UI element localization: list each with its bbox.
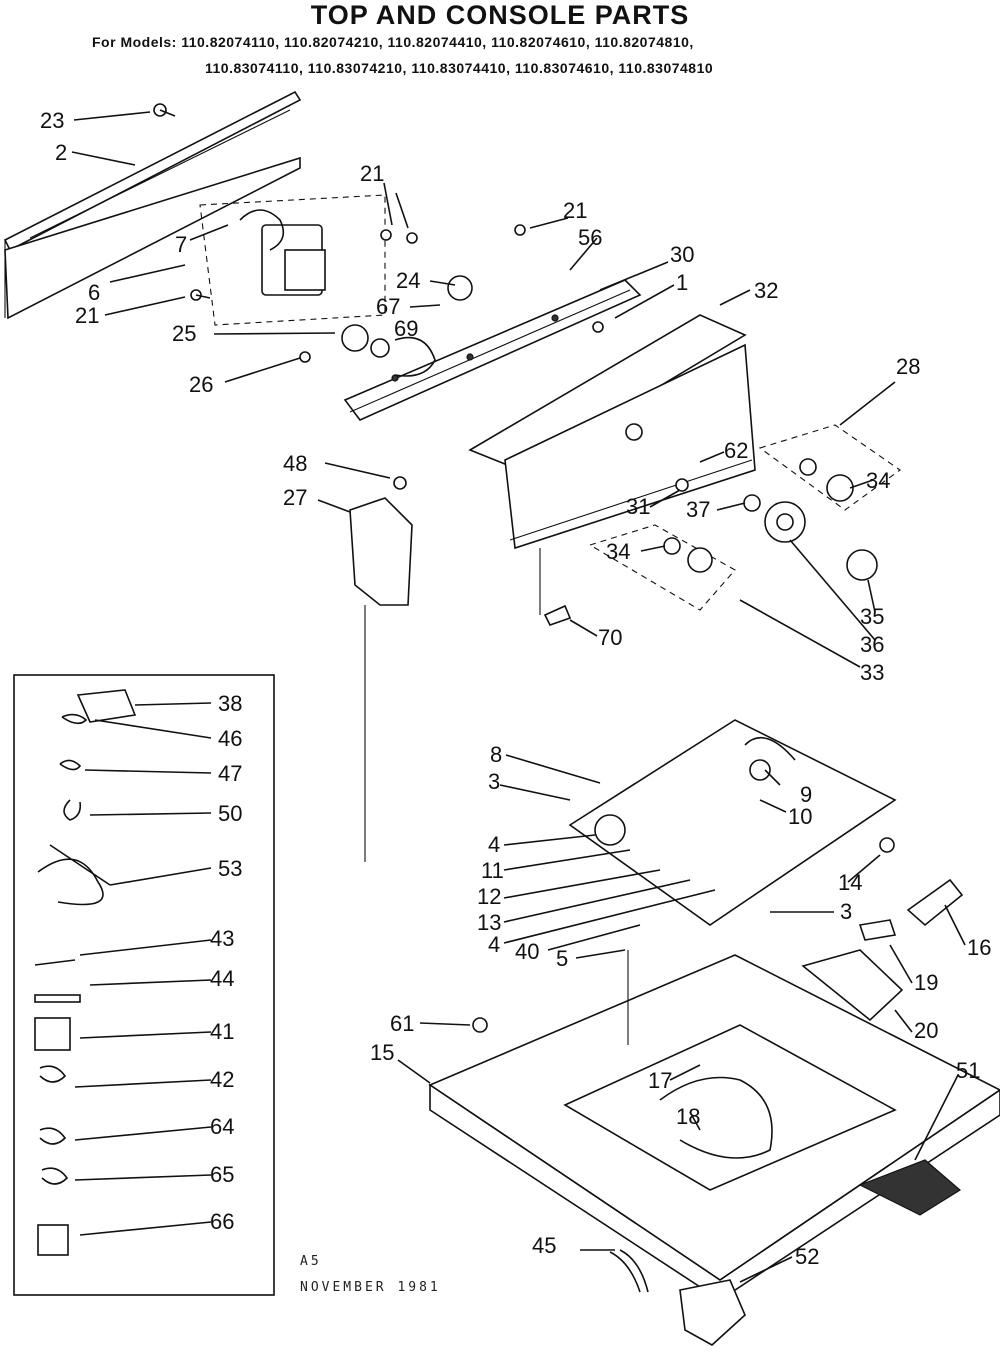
callout-51: 51 xyxy=(956,1058,980,1083)
callout-34: 34 xyxy=(866,468,890,493)
callout-6: 6 xyxy=(88,280,100,305)
screw-23 xyxy=(153,103,176,117)
callout-65: 65 xyxy=(210,1162,234,1187)
callout-23: 23 xyxy=(40,108,64,133)
callout-56: 56 xyxy=(578,225,602,250)
callout-3: 3 xyxy=(488,769,500,794)
page-title: TOP AND CONSOLE PARTS xyxy=(310,0,690,30)
callout-18: 18 xyxy=(676,1104,700,1129)
callout-41: 41 xyxy=(210,1019,234,1044)
callout-30: 30 xyxy=(670,242,694,267)
callout-69: 69 xyxy=(394,316,418,341)
callout-38: 38 xyxy=(218,691,242,716)
console-rear-bracket xyxy=(343,279,642,421)
callout-45: 45 xyxy=(532,1233,556,1258)
callout-7: 7 xyxy=(175,232,187,257)
callout-14: 14 xyxy=(838,870,862,895)
callout-1: 1 xyxy=(676,270,688,295)
callout-64: 64 xyxy=(210,1114,234,1139)
callout-36: 36 xyxy=(860,632,884,657)
leader-lines xyxy=(71,111,966,1283)
callout-5: 5 xyxy=(556,946,568,971)
callout-21: 21 xyxy=(360,161,384,186)
callout-2: 2 xyxy=(55,140,67,165)
callout-62: 62 xyxy=(724,438,748,463)
callout-17: 17 xyxy=(648,1068,672,1093)
small-parts-lower xyxy=(472,837,964,1346)
callout-31: 31 xyxy=(626,494,650,519)
callout-46: 46 xyxy=(218,726,242,751)
callout-43: 43 xyxy=(210,926,234,951)
console-end-cap xyxy=(349,476,413,862)
footer-date: NOVEMBER 1981 xyxy=(300,1280,441,1295)
switch-and-knob-group xyxy=(299,224,604,377)
callout-3: 3 xyxy=(840,899,852,924)
callout-15: 15 xyxy=(370,1040,394,1065)
callout-4: 4 xyxy=(488,932,500,957)
footer-code: A5 xyxy=(300,1254,322,1269)
console-back-panel xyxy=(3,90,302,320)
callout-13: 13 xyxy=(477,910,501,935)
callout-26: 26 xyxy=(189,372,213,397)
callout-52: 52 xyxy=(795,1244,819,1269)
wiring-parts-inset xyxy=(13,674,275,1296)
models-line-1: For Models: 110.82074110, 110.82074210, … xyxy=(92,34,694,50)
callout-70: 70 xyxy=(598,625,622,650)
timer-bracket-group xyxy=(199,194,386,326)
callout-50: 50 xyxy=(218,801,242,826)
callout-67: 67 xyxy=(376,294,400,319)
callout-44: 44 xyxy=(210,966,234,991)
callout-66: 66 xyxy=(210,1209,234,1234)
callout-21: 21 xyxy=(563,198,587,223)
console-housing xyxy=(468,314,756,550)
callout-21: 21 xyxy=(75,303,99,328)
callout-47: 47 xyxy=(218,761,242,786)
callout-35: 35 xyxy=(860,604,884,629)
callout-37: 37 xyxy=(686,497,710,522)
callout-61: 61 xyxy=(390,1011,414,1036)
callout-9: 9 xyxy=(800,782,812,807)
callout-33: 33 xyxy=(860,660,884,685)
washer-top xyxy=(428,949,1000,1301)
callout-19: 19 xyxy=(914,970,938,995)
callout-10: 10 xyxy=(788,804,812,829)
callout-27: 27 xyxy=(283,485,307,510)
callout-12: 12 xyxy=(477,884,501,909)
callout-4: 4 xyxy=(488,832,500,857)
callout-48: 48 xyxy=(283,451,307,476)
callout-32: 32 xyxy=(754,278,778,303)
models-line-2: 110.83074110, 110.83074210, 110.83074410… xyxy=(205,60,714,76)
callout-20: 20 xyxy=(914,1018,938,1043)
callout-labels: 23 2 21 21 56 30 1 32 7 6 21 24 67 69 25… xyxy=(40,108,991,1269)
callout-28: 28 xyxy=(896,354,920,379)
screw-21-left xyxy=(190,289,211,301)
callout-11: 11 xyxy=(481,858,504,883)
callout-34: 34 xyxy=(606,539,630,564)
callout-42: 42 xyxy=(210,1067,234,1092)
callout-25: 25 xyxy=(172,321,196,346)
console-top-plate xyxy=(568,719,897,926)
callout-24: 24 xyxy=(396,268,420,293)
control-panel-group xyxy=(539,424,901,626)
callout-8: 8 xyxy=(490,742,502,767)
callout-53: 53 xyxy=(218,856,242,881)
callout-40: 40 xyxy=(515,939,539,964)
callout-16: 16 xyxy=(967,935,991,960)
